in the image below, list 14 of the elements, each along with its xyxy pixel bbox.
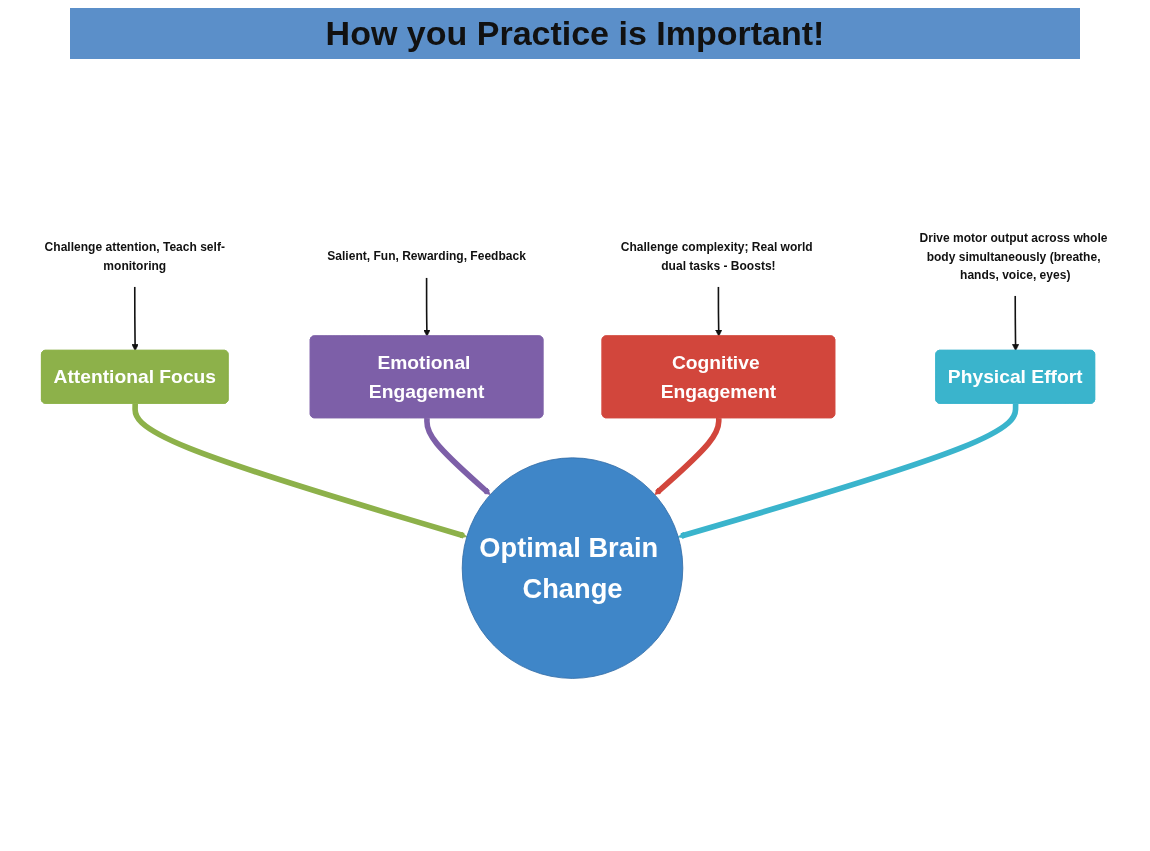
arrow — [715, 285, 723, 337]
arrow — [424, 418, 491, 495]
arrow — [1012, 294, 1020, 352]
node-text: Challenge attention, Teach self-monitoring — [44, 240, 225, 272]
node-circle: Optimal Brain Change — [461, 457, 684, 679]
title-banner: How you Practice is Important! — [70, 8, 1080, 59]
arrow — [132, 403, 468, 539]
arrow — [423, 276, 431, 337]
node-text: Salient, Fun, Rewarding, Feedback — [327, 249, 526, 263]
arrow — [654, 418, 722, 495]
node-text: Challenge complexity; Real world dual tasks - Boosts! — [620, 240, 813, 272]
arrow — [678, 403, 1019, 539]
arrow — [131, 285, 139, 352]
node-text: Drive motor output across whole body simultaneously (breathe, hands, voice, eyes) — [919, 231, 1108, 281]
